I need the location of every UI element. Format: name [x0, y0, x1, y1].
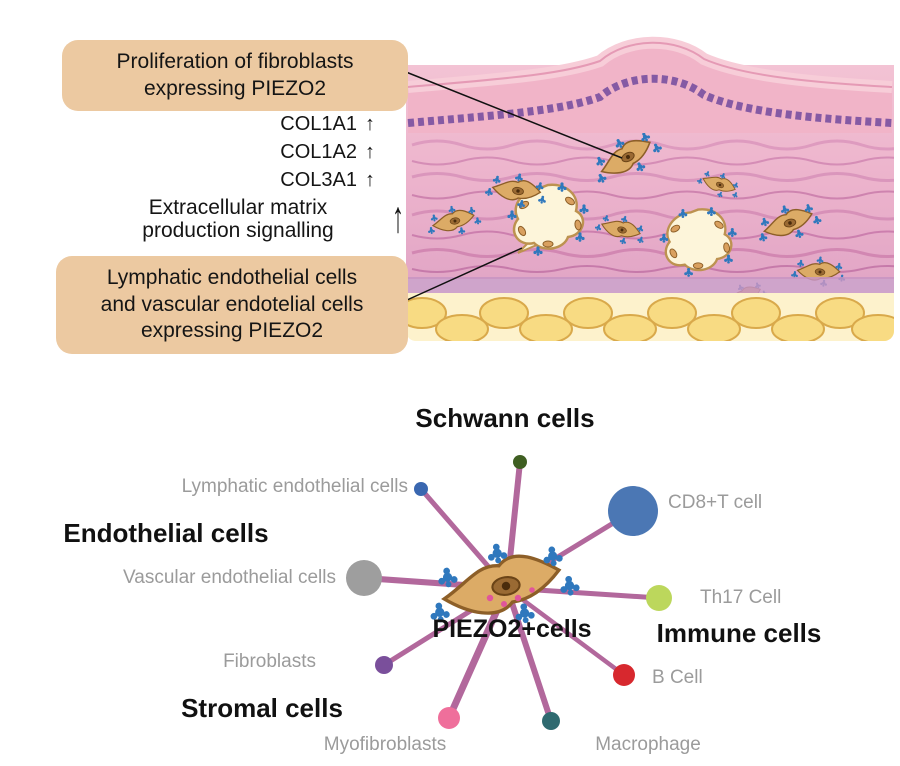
- node-vascular-endothelial-cells: [346, 560, 382, 596]
- node-label-macrophage: Macrophage: [595, 734, 701, 755]
- hub-label-piezo2-cells: PIEZO2+cells: [432, 615, 592, 643]
- annotation-box-endothelial: Lymphatic endothelial cells and vascular…: [56, 256, 408, 354]
- annotation-line: expressing PIEZO2: [140, 319, 324, 343]
- gene-name: COL3A1: [280, 169, 357, 191]
- node-b-cell: [613, 664, 635, 686]
- ecm-line: Extracellular matrix: [148, 196, 328, 219]
- connector-line-proliferation: [405, 71, 623, 159]
- basal-cell-layer: [407, 74, 893, 127]
- ecm-annotation: Extracellular matrix production signalli…: [88, 196, 404, 242]
- node-label-fibroblasts: Fibroblasts: [223, 651, 316, 672]
- up-arrow-icon: ↑: [365, 169, 375, 191]
- group-label-stromal-cells: Stromal cells: [181, 693, 343, 723]
- network-edge-macrophage: [504, 585, 554, 724]
- hub-cell-icon: [422, 533, 584, 636]
- node-label-b-cell: B Cell: [652, 667, 703, 688]
- node-label-lymphatic-endothelial-cells: Lymphatic endothelial cells: [181, 476, 408, 497]
- up-arrow-icon: ↑: [365, 141, 375, 163]
- node-label-vascular-endothelial-cells: Vascular endothelial cells: [123, 567, 336, 588]
- node-label-myofibroblasts: Myofibroblasts: [323, 734, 447, 755]
- annotation-line: Proliferation of fibroblasts: [116, 50, 354, 73]
- annotation-line: Lymphatic endothelial cells: [106, 266, 358, 289]
- up-arrow-icon: ↑: [365, 113, 375, 135]
- gene-name: COL1A1: [280, 113, 357, 135]
- node-label-cd8-t-cell: CD8+T cell: [668, 492, 763, 513]
- gene-name: COL1A2: [280, 141, 357, 163]
- gene-row: COL1A2 ↑: [225, 138, 375, 166]
- gene-row: COL1A1 ↑: [225, 110, 375, 138]
- node-label-th17-cell: Th17 Cell: [700, 587, 782, 608]
- vessel-cell-icon: [507, 182, 588, 255]
- node-th17-cell: [646, 585, 672, 611]
- annotation-box-proliferation: Proliferation of fibroblasts expressing …: [62, 40, 408, 112]
- group-label-endothelial-cells: Endothelial cells: [63, 518, 269, 548]
- annotation-line: and vascular endotelial cells: [100, 292, 364, 316]
- node-schwann-cells: [513, 455, 527, 469]
- group-label-schwann-cells: Schwann cells: [415, 403, 595, 433]
- network-edge-bcell: [504, 585, 627, 678]
- fat-lobules: [406, 297, 894, 341]
- connector-line-endothelial: [406, 247, 523, 301]
- node-lymphatic-endothelial-cells: [414, 482, 428, 496]
- skin-illustration: [406, 36, 894, 341]
- node-fibroblasts: [375, 656, 393, 674]
- up-arrow-icon: ↑: [392, 193, 404, 244]
- node-cd8-t-cell: [608, 486, 658, 536]
- gene-row: COL3A1 ↑: [225, 166, 375, 194]
- ecm-line: production signalling: [142, 219, 334, 242]
- network-nodes: [346, 455, 672, 730]
- annotation-line: expressing PIEZO2: [143, 76, 327, 100]
- node-macrophage: [542, 712, 560, 730]
- gene-list: COL1A1 ↑ COL1A2 ↑ COL3A1 ↑: [225, 110, 375, 194]
- group-label-immune-cells: Immune cells: [656, 618, 822, 648]
- node-myofibroblasts: [438, 707, 460, 729]
